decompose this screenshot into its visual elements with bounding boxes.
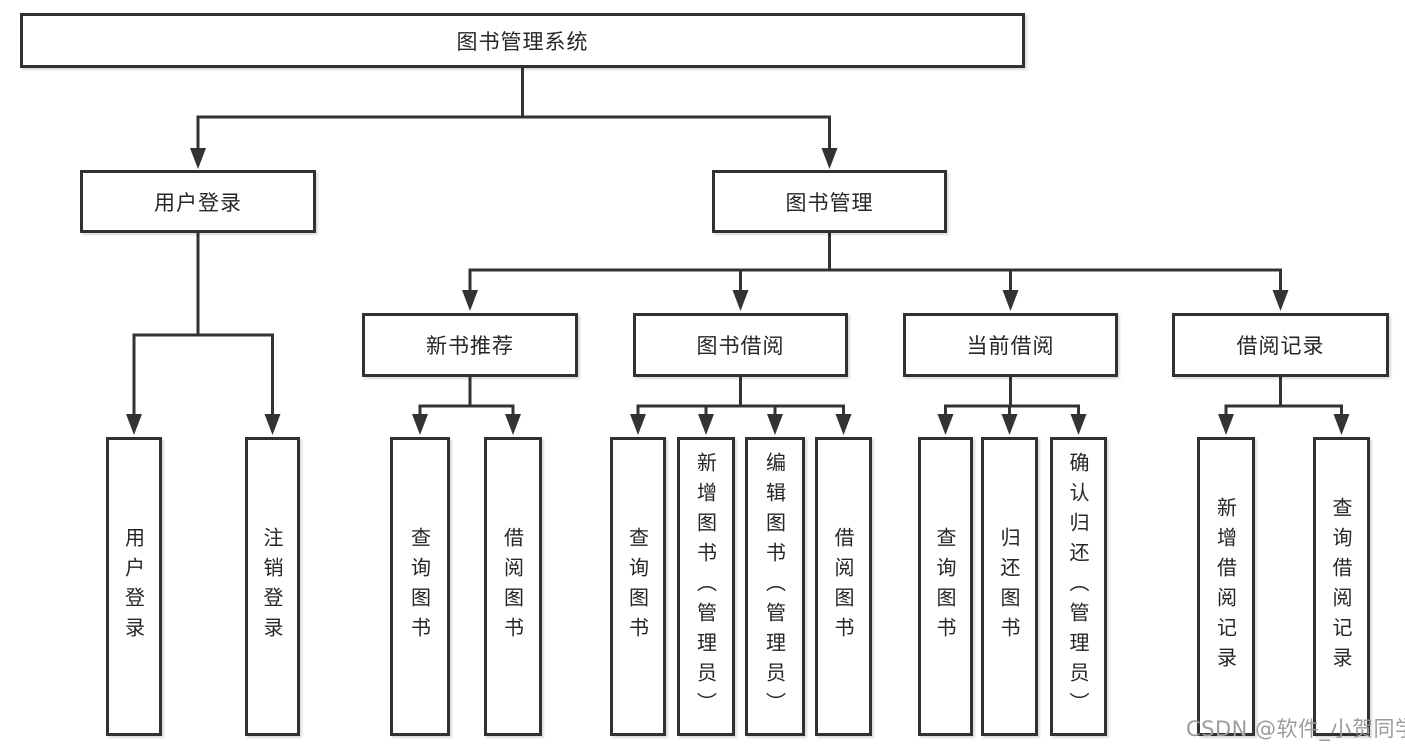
leaf-confirm-return-admin: 确认归还（管理员） bbox=[1050, 437, 1107, 736]
node-label: 图书管理 bbox=[785, 190, 874, 215]
leaf-query-books-current: 查询图书 bbox=[918, 437, 973, 736]
node-label: 注销登录 bbox=[260, 526, 284, 647]
node-label: 新增借阅记录 bbox=[1213, 496, 1238, 677]
leaf-return-books: 归还图书 bbox=[981, 437, 1038, 736]
node-label: 借阅图书 bbox=[831, 526, 855, 647]
leaf-query-borrow-record: 查询借阅记录 bbox=[1313, 437, 1370, 736]
node-label: 归还图书 bbox=[997, 526, 1021, 647]
connector-root-to-level2 bbox=[196, 68, 831, 152]
node-label: 新增图书（管理员） bbox=[693, 451, 718, 722]
node-label: 查询借阅记录 bbox=[1329, 496, 1353, 677]
node-label: 用户登录 bbox=[154, 190, 242, 215]
arrowheads bbox=[126, 148, 1350, 435]
node-book-borrowing: 图书借阅 bbox=[633, 313, 848, 377]
csdn-watermark: CSDN @软件_小贺同学 bbox=[1186, 717, 1405, 741]
leaf-borrow-books-recommend: 借阅图书 bbox=[484, 437, 542, 736]
node-book-management: 图书管理 bbox=[712, 170, 947, 233]
node-label: 编辑图书（管理员） bbox=[762, 451, 787, 722]
leaf-logout: 注销登录 bbox=[245, 437, 300, 736]
node-label: 借阅记录 bbox=[1236, 334, 1325, 358]
connector-borrowing-to-leaves bbox=[636, 377, 845, 418]
node-label: 查询图书 bbox=[933, 526, 957, 647]
node-label: 图书管理系统 bbox=[456, 29, 589, 54]
leaf-add-borrow-record: 新增借阅记录 bbox=[1197, 437, 1255, 736]
leaf-query-books-borrowing: 查询图书 bbox=[610, 437, 666, 736]
leaf-user-login: 用户登录 bbox=[106, 437, 162, 736]
connector-current-to-leaves bbox=[944, 377, 1080, 418]
node-library-management-system: 图书管理系统 bbox=[20, 13, 1025, 68]
connector-records-to-leaves bbox=[1224, 377, 1343, 418]
connector-userlogin-to-leaves bbox=[132, 233, 274, 418]
node-label: 当前借阅 bbox=[966, 334, 1055, 358]
node-current-borrowing: 当前借阅 bbox=[903, 313, 1118, 377]
node-label: 用户登录 bbox=[121, 526, 146, 647]
leaf-edit-book-admin: 编辑图书（管理员） bbox=[745, 437, 805, 736]
leaf-query-books-recommend: 查询图书 bbox=[390, 437, 450, 736]
node-label: 新书推荐 bbox=[426, 334, 514, 358]
connector-newrec-to-leaves bbox=[418, 377, 515, 418]
leaf-add-book-admin: 新增图书（管理员） bbox=[677, 437, 735, 736]
node-borrowing-records: 借阅记录 bbox=[1172, 313, 1389, 377]
node-label: 借阅图书 bbox=[500, 526, 525, 647]
node-label: 查询图书 bbox=[407, 526, 432, 647]
node-label: 确认归还（管理员） bbox=[1066, 451, 1090, 722]
node-label: 图书借阅 bbox=[696, 334, 785, 358]
node-user-login: 用户登录 bbox=[80, 170, 316, 233]
connector-bookmgmt-to-level3 bbox=[468, 233, 1282, 295]
node-label: 查询图书 bbox=[625, 526, 650, 647]
leaf-borrow-books-borrowing: 借阅图书 bbox=[815, 437, 872, 736]
node-new-book-recommendation: 新书推荐 bbox=[362, 313, 578, 377]
